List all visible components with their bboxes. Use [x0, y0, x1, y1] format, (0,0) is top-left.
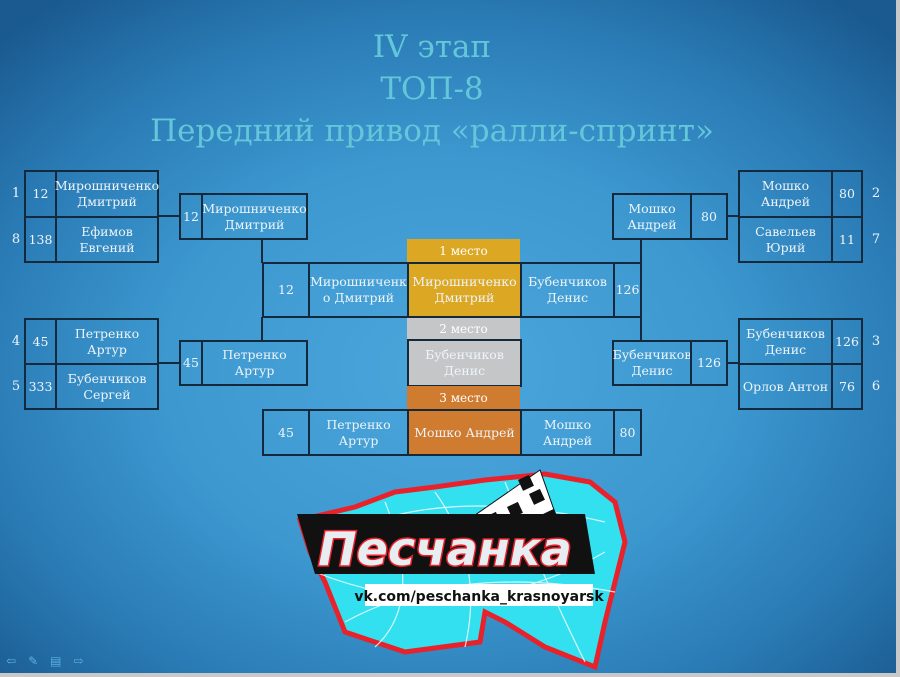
score-cell: 12 [262, 262, 310, 318]
player-cell: Мирошниченко Дмитрий [55, 170, 159, 218]
third-place-label: 3 место [407, 386, 520, 410]
second-place-label: 2 место [407, 318, 520, 340]
score-cell: 80 [690, 193, 728, 240]
player-cell: Петренко Артур [201, 340, 308, 386]
third-place-winner: Мошко Андрей [407, 409, 522, 456]
score-cell: 126 [690, 340, 728, 386]
player-cell: Мирошниченк о Дмитрий [308, 262, 409, 318]
second-place-winner: Бубенчиков Денис [407, 339, 522, 387]
connector [727, 215, 739, 217]
forward-arrow-icon[interactable]: ⇨ [73, 654, 84, 668]
player-cell: Бубенчиков Денис [520, 262, 615, 318]
seed-number: 1 [11, 186, 21, 201]
seed-number: 2 [871, 186, 881, 201]
player-cell: Бубенчиков Денис [738, 318, 833, 365]
player-cell: Савельев Юрий [738, 216, 833, 263]
player-cell: Бубенчиков Денис [612, 340, 692, 386]
score-cell: 11 [831, 216, 863, 263]
connector [640, 317, 642, 341]
first-place-label: 1 место [407, 239, 520, 263]
title-top8: ТОП-8 [380, 71, 484, 107]
score-cell: 12 [24, 170, 57, 218]
seed-number: 5 [11, 379, 21, 394]
svg-text:vk.com/peschanka_krasnoyarsk: vk.com/peschanka_krasnoyarsk [354, 589, 604, 605]
score-cell: 76 [831, 363, 863, 410]
score-cell: 12 [179, 193, 203, 240]
title-class: Передний привод «ралли-спринт» [150, 113, 714, 149]
seed-number: 3 [871, 334, 881, 349]
player-cell: Орлов Антон [738, 363, 833, 410]
title-stage: IV этап [372, 29, 492, 65]
back-arrow-icon[interactable]: ⇦ [6, 654, 17, 668]
score-cell: 45 [179, 340, 203, 386]
score-cell: 45 [262, 409, 310, 456]
connector [261, 317, 263, 341]
connector [158, 215, 180, 217]
seed-number: 4 [11, 334, 21, 349]
seed-number: 8 [11, 232, 21, 247]
peschanka-logo: Песчанка vk.com/peschanka_krasnoyarsk [296, 469, 628, 671]
player-cell: Петренко Артур [55, 318, 159, 365]
first-place-winner: Мирошниченко Дмитрий [407, 262, 522, 318]
score-cell: 80 [831, 170, 863, 218]
player-cell: Петренко Артур [308, 409, 409, 456]
player-cell: Мирошниченко Дмитрий [201, 193, 308, 240]
connector [640, 239, 642, 263]
player-cell: Ефимов Евгений [55, 216, 159, 263]
menu-icon[interactable]: ▤ [50, 654, 62, 668]
score-cell: 126 [831, 318, 863, 365]
seed-number: 6 [871, 379, 881, 394]
player-cell: Бубенчиков Сергей [55, 363, 159, 410]
connector [158, 362, 180, 364]
connector [727, 362, 739, 364]
player-cell: Мошко Андрей [738, 170, 833, 218]
score-cell: 80 [613, 409, 642, 456]
score-cell: 45 [24, 318, 57, 365]
slideshow-nav: ⇦ ✎ ▤ ⇨ [6, 654, 84, 668]
player-cell: Мошко Андрей [520, 409, 615, 456]
pen-icon[interactable]: ✎ [28, 654, 39, 668]
score-cell: 126 [613, 262, 642, 318]
svg-text:Песчанка: Песчанка [318, 522, 572, 576]
seed-number: 7 [871, 232, 881, 247]
score-cell: 138 [24, 216, 57, 263]
player-cell: Мошко Андрей [612, 193, 692, 240]
score-cell: 333 [24, 363, 57, 410]
connector [261, 239, 263, 263]
